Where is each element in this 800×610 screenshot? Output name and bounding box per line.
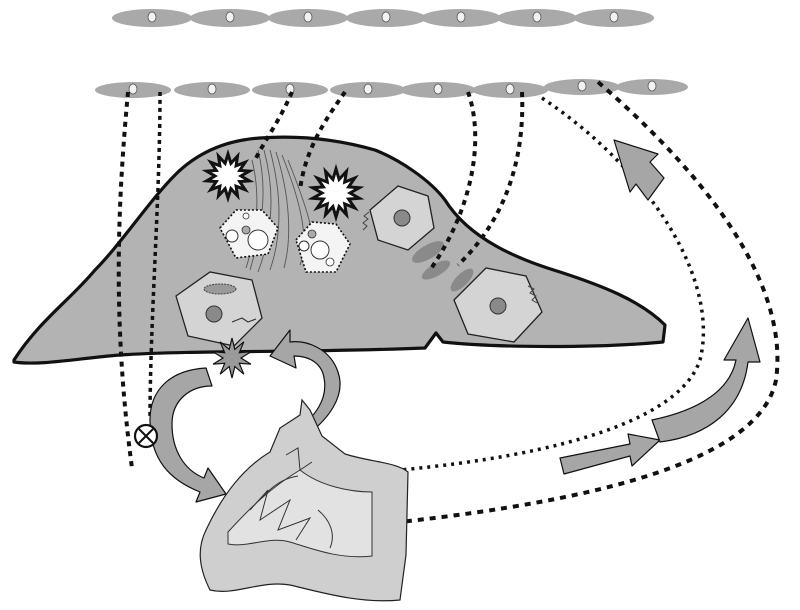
top-cell (268, 9, 348, 27)
top-cell (574, 9, 654, 27)
bone-fragment (200, 400, 408, 601)
arrow-right (560, 434, 660, 474)
second-row-cell (616, 79, 688, 95)
top-cell (497, 9, 577, 27)
top-cell (190, 9, 270, 27)
second-row-cell (174, 82, 250, 98)
arrow-left-loop (150, 368, 226, 502)
second-row-cell (330, 82, 406, 98)
top-cell (112, 9, 192, 27)
top-cell (421, 9, 501, 27)
arrow-curved-up (652, 318, 760, 442)
arrow-up-left (614, 140, 664, 200)
second-row-cell (472, 82, 548, 98)
top-cell-row (112, 9, 654, 27)
circle-x-icon (135, 425, 157, 447)
second-row-cell (400, 82, 476, 98)
top-cell (346, 9, 426, 27)
